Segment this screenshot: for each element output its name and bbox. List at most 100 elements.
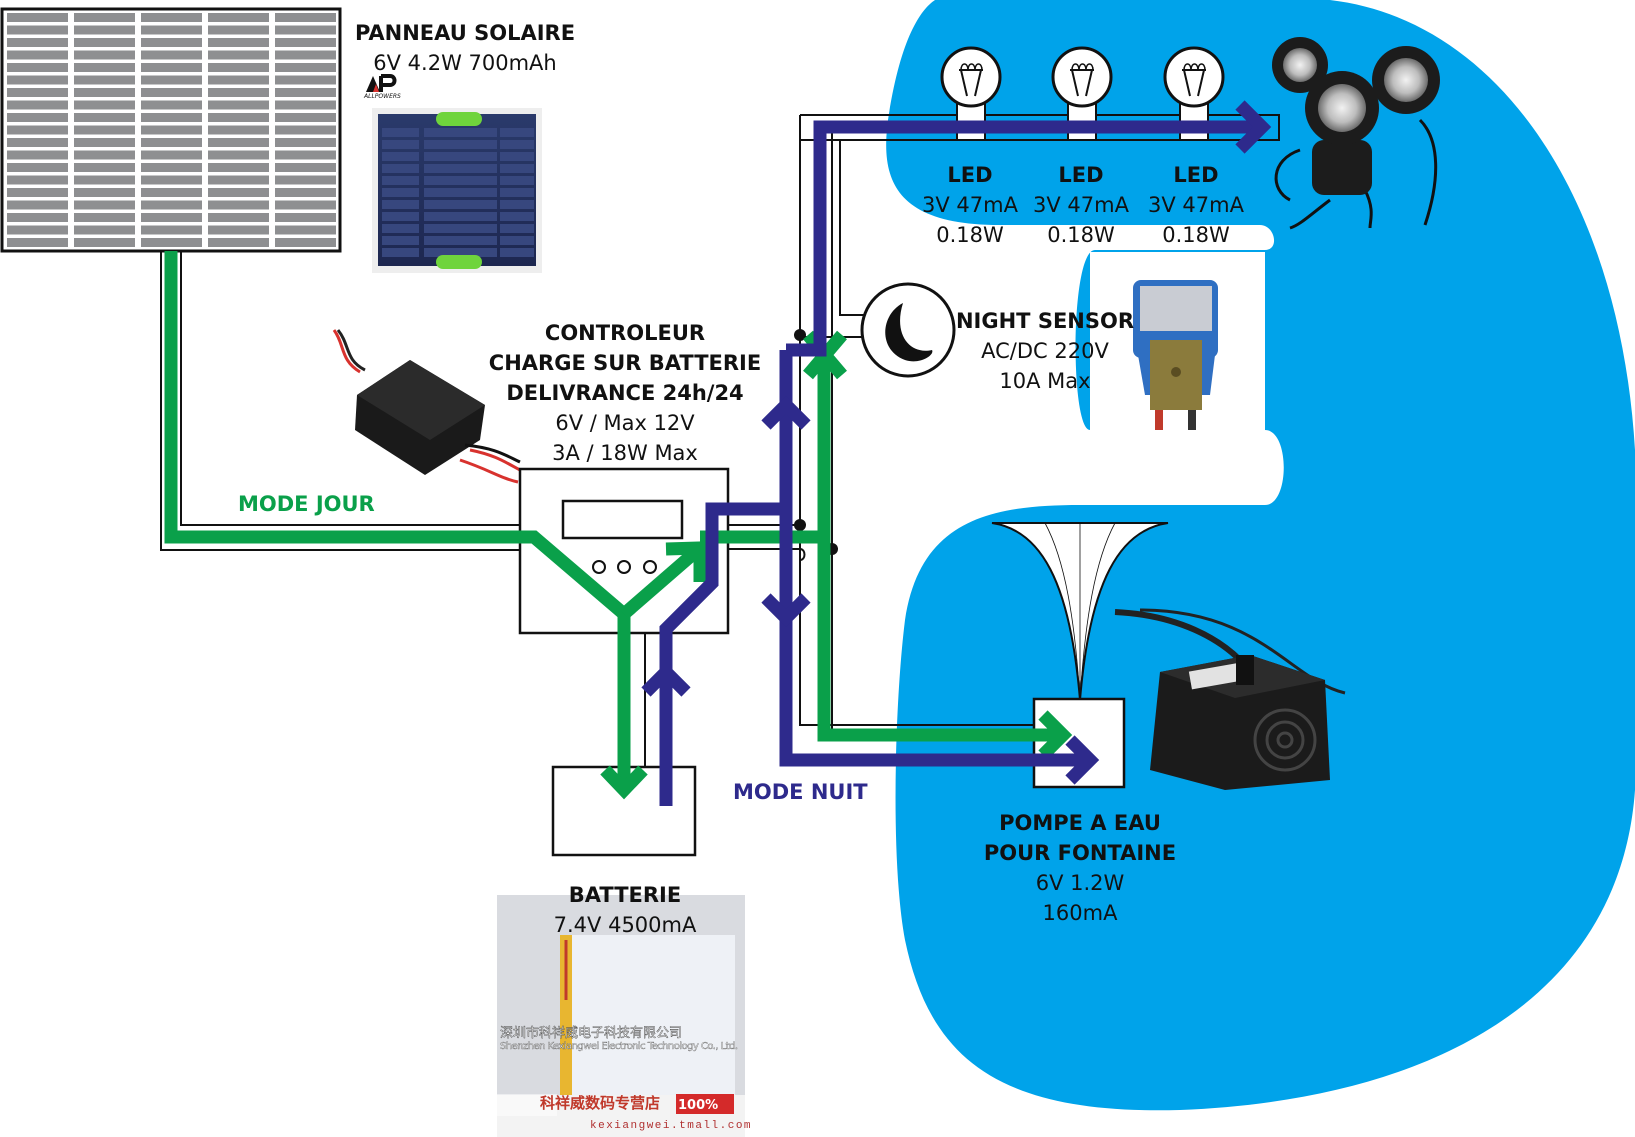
controller-title-2: CHARGE SUR BATTERIE [488,351,762,375]
photo-solar-cell [382,188,419,197]
solar-cell [141,50,202,60]
solar-panel-spec: 6V 4.2W 700mAh [373,51,557,75]
solar-cell [74,150,135,160]
solar-cell [208,213,269,222]
solar-cell [141,238,202,247]
solar-cell [275,50,336,60]
solar-cell [141,188,202,197]
led-power: 0.18W [1162,223,1230,247]
solar-cell [74,113,135,122]
solar-cell [7,100,68,110]
solar-cell [275,150,336,160]
controller-spec-2: 3A / 18W Max [552,441,698,465]
led-spec: 3V 47mA [922,193,1018,217]
solar-cell [208,50,269,60]
solar-cell [141,138,202,147]
battery-photo-store: 科祥威数码专营店 [540,1094,660,1112]
solar-cell [74,238,135,247]
photo-solar-cell [382,236,419,245]
solar-panel-photo [372,108,542,273]
solar-cell [7,25,68,35]
controller-spec-1: 6V / Max 12V [555,411,695,435]
solar-cell [275,63,336,72]
solar-cell [7,63,68,72]
night-mode-path [641,100,1272,806]
solar-cell [275,138,336,147]
solar-cell [74,163,135,172]
solar-cell [74,175,135,185]
solar-cell [7,38,68,47]
moon-icon [885,303,933,362]
solar-cell [208,175,269,185]
solar-cell [275,213,336,222]
night-sensor-symbol [860,282,956,378]
photo-solar-cell [382,164,419,173]
solar-cell [208,38,269,47]
light-bulb-icon [940,46,1002,141]
photo-solar-cell [500,224,534,233]
photo-solar-cell [424,248,497,257]
solar-cell [141,225,202,235]
solar-cell [7,150,68,160]
solar-cell [74,25,135,35]
photo-solar-cell [424,200,497,209]
led-spec: 3V 47mA [1148,193,1244,217]
controller-label: CONTROLEUR CHARGE SUR BATTERIE DELIVRANC… [480,318,770,468]
photo-solar-cell [424,152,497,161]
battery-photo-url: kexiangwei.tmall.com [590,1120,752,1132]
photo-solar-cell [424,224,497,233]
night-mode-label: MODE NUIT [733,780,868,804]
led-label-2: LED 3V 47mA 0.18W [1021,160,1141,250]
solar-cell [275,13,336,22]
led-spotlights-photo [1272,37,1440,230]
night-sensor-spec-1: AC/DC 220V [981,339,1109,363]
photo-solar-cell [500,248,534,257]
photo-solar-cell [382,176,419,185]
solar-cell [141,150,202,160]
battery-label: BATTERIE 7.4V 4500mA [540,880,710,940]
photo-solar-cell [382,152,419,161]
wire-junction [794,329,806,341]
solar-cell [141,113,202,122]
pump-label: POMPE A EAU POUR FONTAINE 6V 1.2W 160mA [975,808,1185,928]
wire-junction [794,519,806,531]
light-bulb-icon [1051,46,1113,141]
photo-solar-cell [500,152,534,161]
solar-cell [7,175,68,185]
battery-spec: 7.4V 4500mA [553,913,697,937]
solar-cell [7,88,68,97]
solar-cell [208,88,269,97]
solar-cell [208,113,269,122]
solar-panel-title: PANNEAU SOLAIRE [354,21,576,45]
solar-cell [208,150,269,160]
solar-cell [208,25,269,35]
solar-cell [74,50,135,60]
day-mode-label: MODE JOUR [238,492,375,516]
photo-solar-cell [382,140,419,149]
solar-cell [7,113,68,122]
solar-cell [74,75,135,85]
solar-cell [141,175,202,185]
solar-cell [275,125,336,135]
solar-cell [275,113,336,122]
solar-cell [208,163,269,172]
solar-cell [275,75,336,85]
solar-cell [141,200,202,210]
led-spec: 3V 47mA [1033,193,1129,217]
solar-cell [208,225,269,235]
pump-spec-1: 6V 1.2W [1035,871,1125,895]
solar-cell [208,188,269,197]
solar-cell [208,200,269,210]
solar-cell [208,13,269,22]
solar-cell [7,188,68,197]
solar-cell [275,100,336,110]
photo-solar-cell [424,164,497,173]
battery-title: BATTERIE [568,883,682,907]
photo-solar-cell [500,164,534,173]
solar-cell [141,125,202,135]
allpowers-logo [366,74,397,92]
solar-cell [141,13,202,22]
led-title: LED [1058,163,1104,187]
solar-cell [141,88,202,97]
